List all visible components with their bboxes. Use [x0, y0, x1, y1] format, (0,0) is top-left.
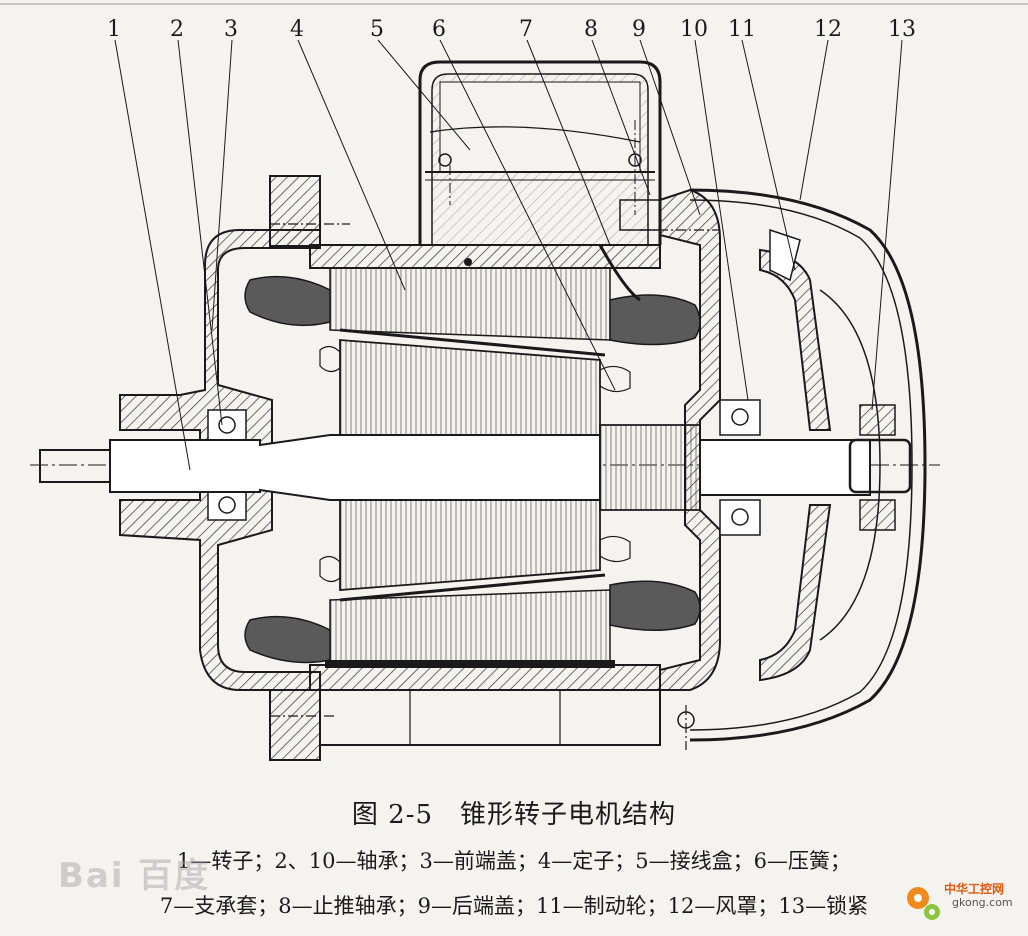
gkong-name: 中华工控网 [944, 882, 1005, 896]
stator [325, 267, 615, 668]
label-13: 13 [888, 17, 916, 42]
figure-caption: 图 2-5 锥形转子电机结构 [351, 800, 677, 830]
label-6: 6 [432, 17, 446, 42]
label-9: 9 [632, 17, 646, 42]
legend-line-2: 7—支承套；8—止推轴承；9—后端盖；11—制动轮；12—风罩；13—锁紧 [159, 894, 869, 918]
leader-lines [114, 39, 903, 471]
gear-icon [907, 887, 940, 920]
baidu-watermark: Bai 百度 [58, 856, 211, 896]
label-3: 3 [224, 17, 238, 42]
shaft [39, 424, 912, 511]
label-11: 11 [728, 17, 756, 42]
front-bearing [207, 409, 247, 521]
label-10: 10 [680, 17, 708, 42]
brake-wheel [759, 228, 832, 682]
label-2: 2 [170, 17, 184, 42]
spring [598, 244, 641, 302]
motor-cross-section: 1 2 3 4 5 6 7 8 9 10 11 12 13 [0, 3, 1028, 761]
lock-nut [859, 404, 896, 531]
label-4: 4 [290, 17, 304, 42]
label-1: 1 [107, 17, 121, 42]
gkong-watermark: 中华工控网 gkong.com [902, 878, 1024, 928]
end-windings [244, 275, 701, 664]
fan-cover [689, 188, 927, 742]
label-12: 12 [814, 17, 842, 42]
label-7: 7 [519, 17, 533, 42]
legend-line-1: 1—转子；2、10—轴承；3—前端盖；4—定子；5—接线盒；6—压簧； [177, 849, 851, 873]
rear-end-cover [640, 188, 721, 750]
gkong-url: gkong.com [952, 896, 1013, 909]
label-8: 8 [584, 17, 598, 42]
support-sleeve [619, 199, 661, 231]
terminal-box [418, 60, 662, 266]
rear-bearing [719, 399, 761, 536]
label-5: 5 [370, 17, 384, 42]
